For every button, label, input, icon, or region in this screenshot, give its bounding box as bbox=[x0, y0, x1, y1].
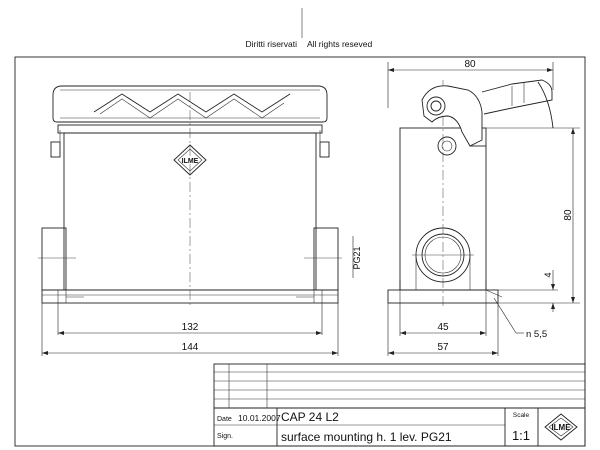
title-block: Date 10.01.2007 Sign. CAP 24 L2 surface … bbox=[213, 363, 586, 447]
date-label: Date bbox=[217, 416, 232, 423]
front-lever bbox=[52, 85, 328, 123]
front-body bbox=[63, 132, 317, 291]
hole-note: n 5,5 bbox=[493, 297, 547, 340]
rights-italian: Diritti riservati bbox=[246, 39, 298, 49]
scale-value: 1:1 bbox=[512, 428, 530, 443]
svg-text:57: 57 bbox=[437, 342, 449, 353]
dim-side-foot: 4 bbox=[498, 270, 558, 312]
rights-english: All rights reseved bbox=[307, 39, 372, 49]
front-left-knob bbox=[50, 141, 61, 158]
svg-text:132: 132 bbox=[182, 322, 199, 333]
drawing-code: CAP 24 L2 bbox=[281, 410, 339, 424]
side-lever bbox=[421, 79, 554, 156]
scale-label: Scale bbox=[513, 412, 530, 419]
dim-side-height: 80 bbox=[486, 127, 580, 304]
front-view: ILME bbox=[38, 85, 342, 306]
svg-text:ILME: ILME bbox=[182, 158, 199, 165]
drawing-frame bbox=[14, 56, 586, 447]
front-left-lug bbox=[41, 227, 67, 291]
svg-text:ILME: ILME bbox=[551, 423, 571, 432]
dim-side-top: 80 bbox=[387, 59, 554, 108]
svg-text:4: 4 bbox=[543, 272, 553, 277]
svg-text:144: 144 bbox=[182, 342, 199, 353]
dim-front-outer: 144 bbox=[41, 303, 339, 356]
dim-thread-label: PG21 bbox=[352, 246, 362, 269]
front-right-knob bbox=[319, 141, 330, 158]
front-logo-badge: ILME bbox=[173, 144, 207, 176]
sign-label: Sign. bbox=[217, 433, 233, 440]
side-view bbox=[387, 79, 554, 306]
svg-text:80: 80 bbox=[563, 209, 574, 221]
svg-text:45: 45 bbox=[437, 322, 449, 333]
dim-front-inner: 132 bbox=[57, 303, 323, 335]
front-hinge-bar bbox=[57, 124, 323, 134]
svg-text:n 5,5: n 5,5 bbox=[526, 329, 547, 340]
side-body bbox=[399, 127, 487, 291]
dim-side-bottom-inner: 45 bbox=[399, 303, 487, 336]
svg-text:80: 80 bbox=[464, 59, 476, 70]
dim-side-bottom-outer: 57 bbox=[387, 303, 499, 356]
front-right-lug bbox=[313, 227, 339, 291]
company-logo: ILME bbox=[544, 413, 578, 441]
front-lever-ribs bbox=[93, 93, 291, 113]
drawing-description: surface mounting h. 1 lev. PG21 bbox=[281, 430, 452, 444]
date-value: 10.01.2007 bbox=[238, 413, 281, 423]
